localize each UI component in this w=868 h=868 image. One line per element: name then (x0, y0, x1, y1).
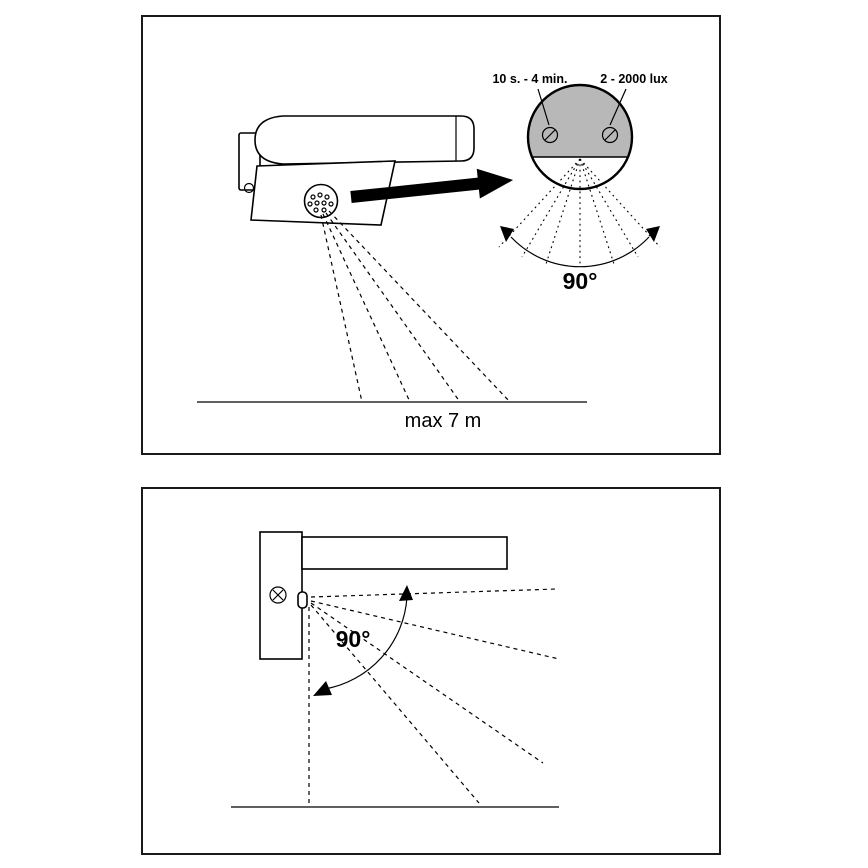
tilt-beams (308, 588, 560, 807)
motion-sensor-icon (303, 183, 339, 219)
wall-plate (238, 132, 261, 191)
timer-dial-icon (541, 126, 559, 144)
sensor-tilt-diagram: 90° (231, 531, 560, 808)
lamp-arm (301, 536, 508, 570)
tilt-angle-arrow (313, 585, 413, 696)
lux-dial-icon (601, 126, 619, 144)
detection-cone (498, 158, 661, 268)
detection-beams (320, 210, 511, 403)
detail-circle-outline (526, 83, 634, 191)
cone-arrowhead-right (646, 226, 660, 242)
fixture-side-view (259, 531, 508, 660)
callout-arrow-icon (350, 168, 514, 203)
lux-leader-line (609, 88, 627, 126)
detection-range-diagram: max 7 m 10 s. - 4 min. 2 - 2000 lux (197, 72, 668, 432)
panel-detection-range: max 7 m 10 s. - 4 min. 2 - 2000 lux (141, 15, 721, 455)
lamp-disc (254, 115, 475, 165)
cone-angle-arrow-icon (510, 236, 650, 268)
max-range-label: max 7 m (405, 410, 482, 432)
cone-angle-label: 90° (563, 268, 598, 294)
lux-range-label: 2 - 2000 lux (600, 72, 667, 86)
timer-leader-line (537, 88, 550, 126)
tilt-angle-label: 90° (336, 626, 371, 652)
wall-bracket (259, 531, 303, 660)
adjust-screw-icon (269, 586, 287, 604)
timer-range-label: 10 s. - 4 min. (492, 72, 567, 86)
wall-light-fixture (238, 115, 475, 226)
panel-sensor-tilt: 90° (141, 487, 721, 855)
mount-screw-icon (243, 182, 255, 194)
sensor-knob (297, 591, 308, 609)
sensor-detail-circle (526, 83, 634, 191)
cone-arrowhead-left (500, 226, 514, 242)
sensor-face (527, 84, 633, 158)
tilt-arrowhead-bottom (313, 681, 332, 696)
tilt-arrowhead-top (399, 585, 413, 601)
tilt-angle-arrow-icon (324, 596, 408, 690)
